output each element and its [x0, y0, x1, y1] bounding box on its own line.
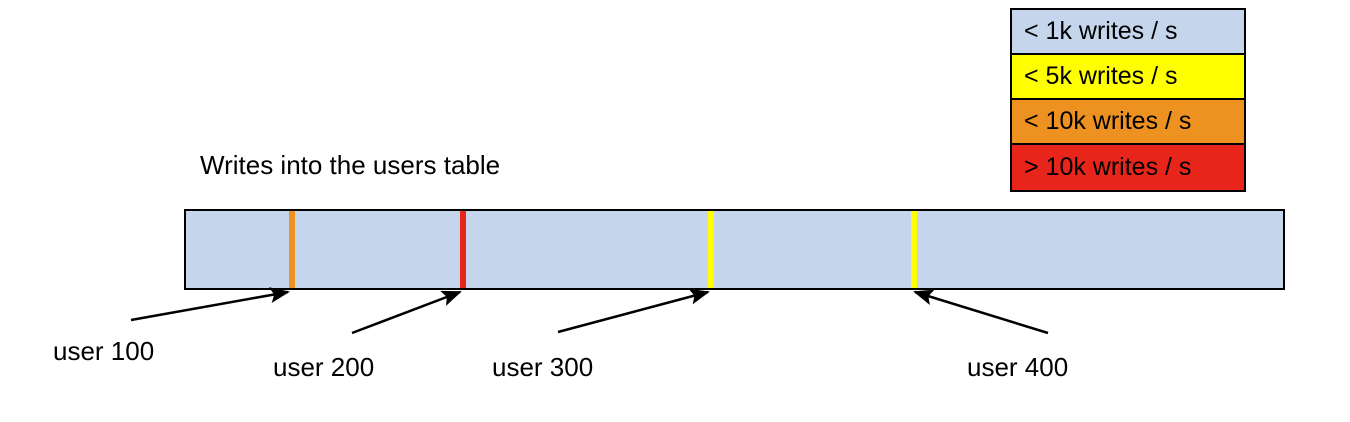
legend-row-gt-10k: > 10k writes / s	[1012, 145, 1244, 190]
legend-row-lt-10k: < 10k writes / s	[1012, 100, 1244, 145]
legend-label: < 5k writes / s	[1024, 62, 1178, 90]
user-label-user-100: user 100	[53, 336, 155, 366]
legend: < 1k writes / s < 5k writes / s < 10k writ…	[1010, 8, 1246, 192]
legend-row-lt-5k: < 5k writes / s	[1012, 55, 1244, 100]
user-label-user-300: user 300	[492, 352, 594, 382]
user-label-user-200: user 200	[273, 352, 375, 382]
arrow-user-200	[351, 290, 462, 335]
write-rate-marker-user-100	[289, 211, 295, 288]
arrow-user-100	[130, 287, 290, 322]
page-title: Writes into the users table	[200, 150, 501, 180]
write-rate-marker-user-400	[911, 211, 917, 288]
arrow-user-300	[557, 288, 710, 334]
write-rate-marker-user-300	[708, 211, 714, 288]
legend-label: < 1k writes / s	[1024, 17, 1178, 45]
legend-label: < 10k writes / s	[1024, 107, 1192, 135]
users-table-bar	[184, 209, 1285, 290]
write-rate-marker-user-200	[460, 211, 466, 288]
user-label-user-400: user 400	[967, 352, 1069, 382]
legend-label: > 10k writes / s	[1024, 153, 1192, 181]
arrow-user-400	[913, 289, 1049, 335]
legend-row-lt-1k: < 1k writes / s	[1012, 10, 1244, 55]
table-bar-base-fill	[186, 211, 1283, 288]
